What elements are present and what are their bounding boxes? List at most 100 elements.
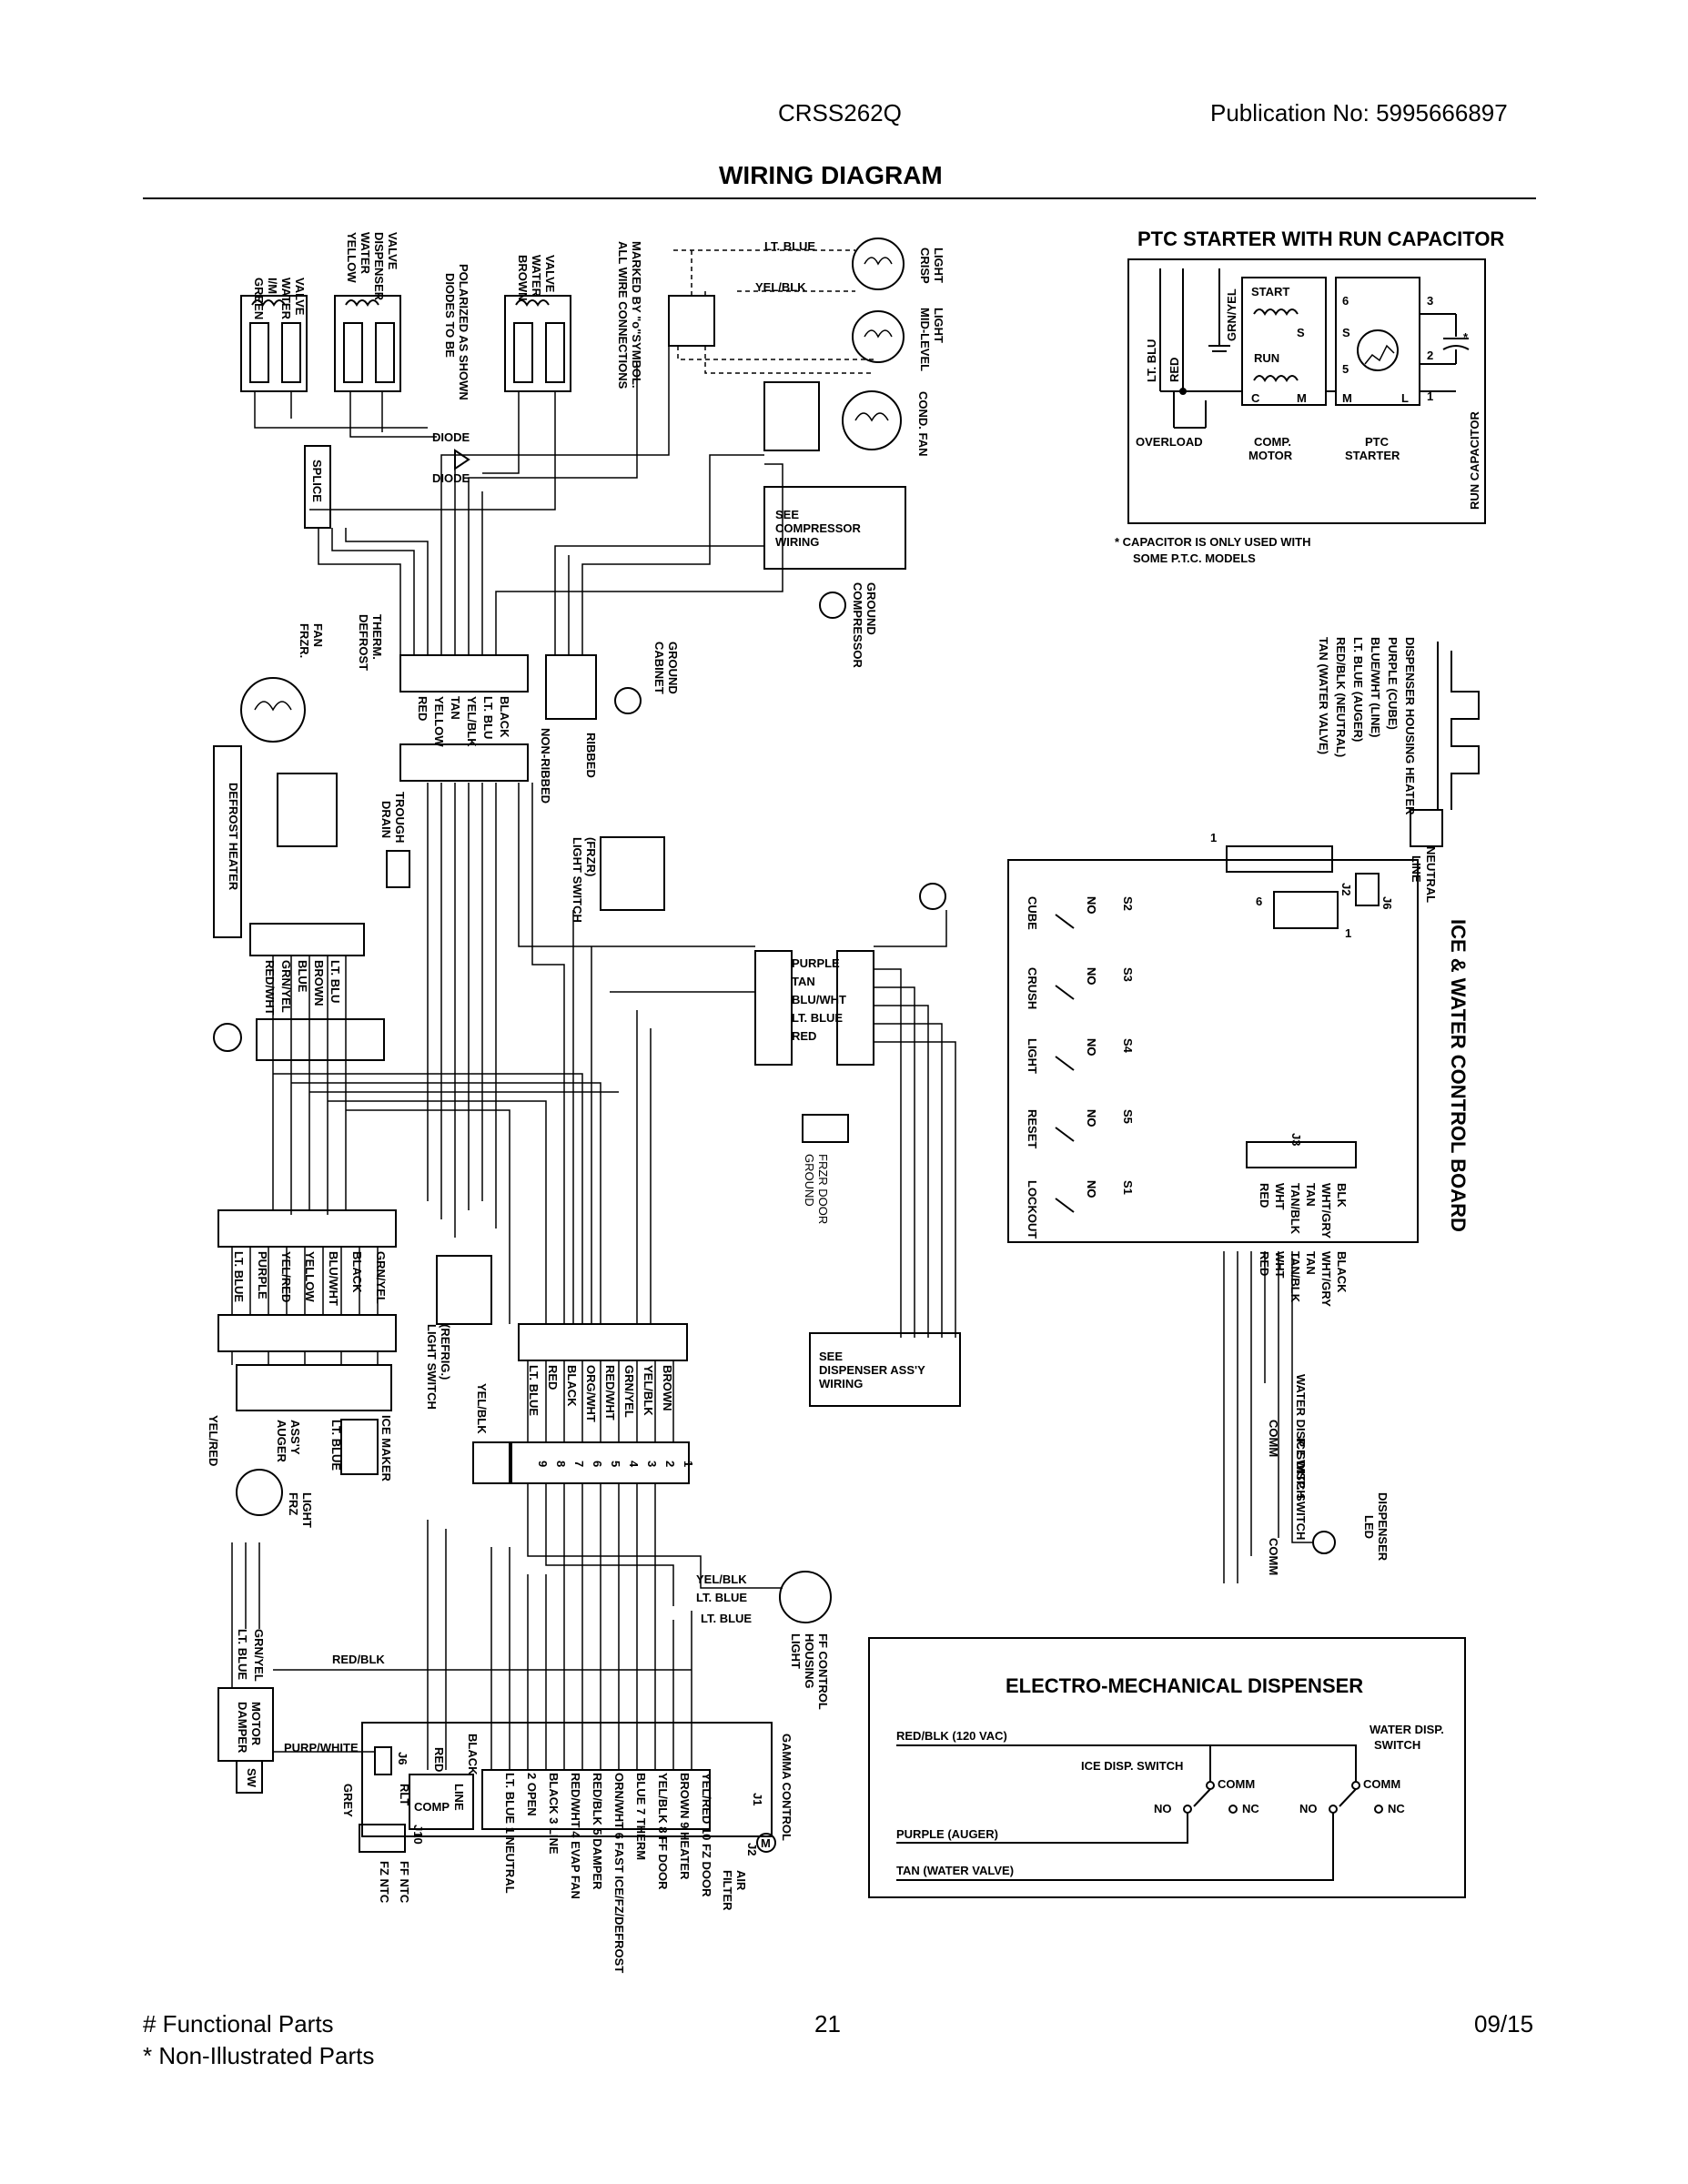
freezer-light-switch bbox=[600, 836, 665, 911]
svg-text:LT. BLUE: LT. BLUE bbox=[329, 1420, 343, 1471]
freezer-fan bbox=[240, 677, 306, 743]
harness-color-label: LT. BLU bbox=[481, 696, 495, 739]
switch-contact bbox=[1055, 1056, 1075, 1071]
svg-text:COMP: COMP bbox=[414, 1800, 450, 1814]
switch-id: S3 bbox=[1121, 967, 1135, 982]
svg-text:LIGHT: LIGHT bbox=[932, 248, 945, 283]
svg-text:J6: J6 bbox=[396, 1752, 409, 1764]
switch-no: NO bbox=[1085, 1109, 1098, 1127]
svg-text:DISPENSER ASS'Y: DISPENSER ASS'Y bbox=[819, 1363, 925, 1377]
svg-text:TROUGH: TROUGH bbox=[393, 792, 407, 843]
svg-text:GAMMA CONTROL: GAMMA CONTROL bbox=[780, 1734, 793, 1841]
svg-text:CABINET: CABINET bbox=[652, 642, 666, 694]
freezer-section: FRZR. FAN DEFROST THERM. DEFROST HEATER … bbox=[207, 614, 961, 1528]
svg-text:S: S bbox=[1297, 326, 1305, 339]
svg-text:LT. BLUE: LT. BLUE bbox=[696, 1591, 747, 1604]
right-harness-label: BROWN bbox=[661, 1365, 674, 1411]
mid-harness-label: PURPLE bbox=[256, 1251, 269, 1299]
svg-text:LIGHT SWITCH: LIGHT SWITCH bbox=[425, 1324, 439, 1410]
svg-text:COMP.: COMP. bbox=[1254, 435, 1291, 449]
lower-wire-label: BLACK bbox=[1335, 1251, 1349, 1293]
cond-fan bbox=[842, 390, 902, 450]
svg-text:RLT: RLT bbox=[398, 1784, 411, 1805]
svg-text:J1: J1 bbox=[751, 1793, 764, 1805]
svg-text:MOTOR: MOTOR bbox=[1248, 449, 1293, 462]
svg-text:WATER DISP.: WATER DISP. bbox=[1370, 1723, 1444, 1736]
j3-wire-label: WHT/GRY bbox=[1319, 1183, 1333, 1239]
svg-text:NO: NO bbox=[1154, 1802, 1172, 1815]
switch-nc: NC bbox=[1085, 967, 1098, 985]
lower-harness-label: RED/WHT bbox=[263, 960, 277, 1016]
svg-text:GROUND: GROUND bbox=[864, 582, 878, 635]
svg-text:BLU/WHT: BLU/WHT bbox=[792, 993, 846, 1006]
ice-water-control-board-section: ICE & WATER CONTROL BOARD DISPENSER HOUS… bbox=[1007, 637, 1480, 1583]
svg-text:GREEN: GREEN bbox=[252, 278, 266, 319]
pin-number: 1 bbox=[682, 1461, 695, 1467]
mid-harness-label: BLU/WHT bbox=[327, 1251, 340, 1306]
j3-wire-label: RED bbox=[1258, 1183, 1271, 1208]
pin-number: 9 bbox=[536, 1461, 550, 1467]
svg-text:AUGER: AUGER bbox=[275, 1420, 288, 1463]
svg-text:LIGHT: LIGHT bbox=[789, 1633, 803, 1669]
ptc-starter-panel: PTC STARTER WITH RUN CAPACITOR LT. BLU R… bbox=[1115, 228, 1504, 565]
svg-text:ICE MAKER: ICE MAKER bbox=[379, 1415, 393, 1482]
valves-section: GREEN I/M WATER VALVE YELLOW WATER DISPE… bbox=[240, 232, 945, 714]
start-coil bbox=[1253, 308, 1299, 316]
right-harness-label: YEL/BLK bbox=[642, 1365, 655, 1416]
svg-text:FRZR.: FRZR. bbox=[298, 623, 311, 658]
svg-text:*: * bbox=[1463, 330, 1469, 344]
svg-text:CRISP: CRISP bbox=[918, 248, 932, 284]
j1-pin-label: LT. BLUE 1 NEUTRAL bbox=[503, 1773, 517, 1894]
svg-text:NC: NC bbox=[1388, 1802, 1405, 1815]
ice-disp-switch-blade bbox=[1193, 1788, 1211, 1807]
water-disp-switch-blade bbox=[1339, 1788, 1357, 1807]
svg-text:DEFROST: DEFROST bbox=[357, 614, 370, 671]
svg-text:ICE DISP. SWITCH: ICE DISP. SWITCH bbox=[1081, 1759, 1183, 1773]
switch-id: S4 bbox=[1121, 1038, 1135, 1054]
refrig-light-switch bbox=[436, 1255, 492, 1325]
svg-text:NO: NO bbox=[1299, 1802, 1318, 1815]
switch-nc: NC bbox=[1085, 1038, 1098, 1056]
harness-color-label: YEL/BLK bbox=[465, 696, 479, 747]
lower-harness-label: GRN/YEL bbox=[279, 960, 293, 1013]
svg-text:DRAIN: DRAIN bbox=[379, 801, 393, 838]
j1-pin-label: YEL/BLK 8 FF DOOR bbox=[656, 1773, 670, 1890]
comp-motor-box bbox=[1241, 277, 1327, 406]
switch-contact bbox=[1055, 1127, 1075, 1142]
svg-text:LINE: LINE bbox=[1410, 855, 1423, 883]
crisp-light bbox=[852, 238, 905, 290]
j1-pin-label: RED/WHT 4 EVAP FAN bbox=[569, 1773, 582, 1899]
svg-text:RED/BLK (120 VAC): RED/BLK (120 VAC) bbox=[896, 1729, 1007, 1743]
switch-function: LIGHT bbox=[1026, 1038, 1039, 1074]
freezer-harness-connector bbox=[399, 654, 529, 693]
j3-wire-label: WHT bbox=[1273, 1183, 1287, 1210]
svg-text:COMM: COMM bbox=[1363, 1777, 1400, 1791]
svg-text:C: C bbox=[1251, 391, 1260, 405]
svg-text:J2: J2 bbox=[745, 1843, 759, 1855]
svg-text:PTC: PTC bbox=[1365, 435, 1390, 449]
switch-id: S2 bbox=[1121, 896, 1135, 911]
svg-text:SW: SW bbox=[245, 1768, 258, 1788]
svg-text:YEL/BLK: YEL/BLK bbox=[475, 1383, 489, 1434]
electro-mechanical-dispenser-panel: ELECTRO-MECHANICAL DISPENSER RED/BLK (12… bbox=[868, 1637, 1466, 1898]
ptc-red: RED bbox=[1167, 358, 1181, 382]
j2-connector bbox=[1273, 891, 1339, 929]
svg-text:LED: LED bbox=[1362, 1515, 1376, 1539]
svg-text:LT. BLUE: LT. BLUE bbox=[236, 1629, 249, 1680]
svg-text:SPLICE: SPLICE bbox=[310, 460, 324, 502]
svg-text:SEE: SEE bbox=[775, 508, 799, 521]
svg-text:1: 1 bbox=[1345, 926, 1351, 940]
lower-harness-label: BLUE bbox=[296, 960, 309, 993]
svg-text:2: 2 bbox=[1427, 349, 1433, 362]
freezer-ground bbox=[213, 1023, 242, 1052]
svg-text:MARKED BY "o"SYMBOL.: MARKED BY "o"SYMBOL. bbox=[630, 241, 643, 389]
switch-no: NO bbox=[1085, 1180, 1098, 1198]
j3-wire-label: BLK bbox=[1335, 1183, 1349, 1208]
svg-text:FAN: FAN bbox=[311, 623, 325, 647]
svg-text:DIODE: DIODE bbox=[432, 471, 470, 485]
ptc-grn-yel: GRN/YEL bbox=[1225, 288, 1238, 341]
switch-function: LOCKOUT bbox=[1026, 1180, 1039, 1239]
